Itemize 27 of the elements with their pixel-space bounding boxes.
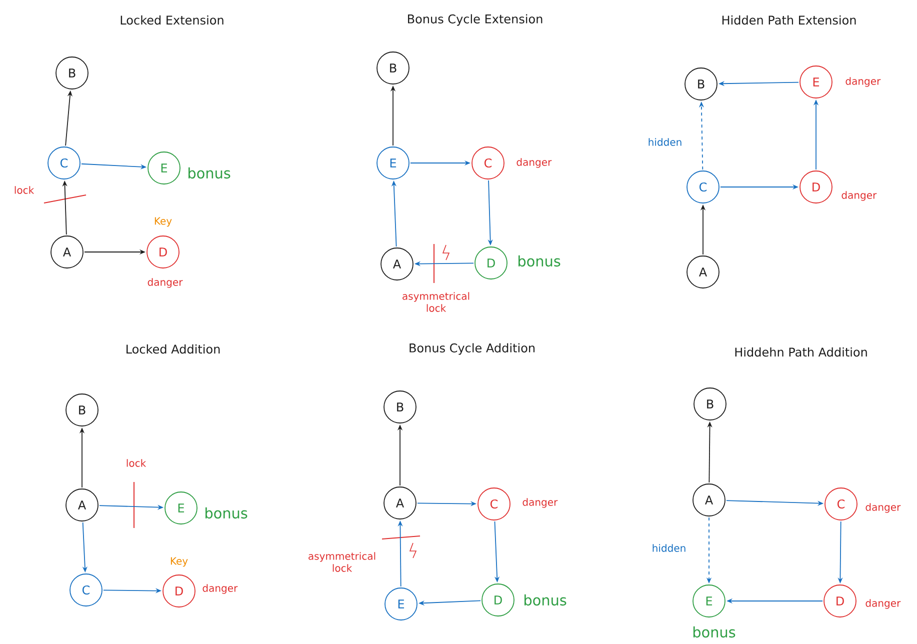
lock-label: lock: [14, 186, 34, 194]
status-label: Key: [170, 557, 188, 567]
status-label: danger: [846, 77, 881, 87]
edge-label: hidden: [652, 544, 686, 552]
status-label: bonus: [188, 167, 230, 179]
lock-label: asymmetrical lock: [402, 292, 470, 312]
panel-title: Bonus Cycle Addition: [410, 343, 535, 355]
status-label: danger: [516, 158, 552, 168]
panel-title: Locked Addition: [126, 344, 220, 354]
status-label: bonus: [518, 255, 560, 267]
lock-label: asymmetrical lock: [308, 552, 376, 572]
status-label: danger: [866, 599, 901, 609]
edge-label: hidden: [648, 138, 682, 146]
lock-label: lock: [126, 459, 146, 467]
status-label: danger: [148, 278, 183, 288]
status-label: danger: [842, 191, 877, 201]
panel-title: Hidden Path Extension: [722, 15, 856, 25]
status-label: danger: [202, 584, 238, 594]
panel-title: Hiddehn Path Addition: [735, 347, 867, 357]
status-label: danger: [866, 503, 901, 513]
status-label: bonus: [206, 507, 248, 519]
panel-title: Bonus Cycle Extension: [408, 14, 542, 26]
status-label: Key: [154, 217, 172, 227]
status-label: bonus: [693, 626, 736, 638]
status-label: danger: [522, 498, 558, 508]
panel-title: Locked Extension: [120, 15, 224, 25]
status-label: bonus: [524, 594, 566, 606]
